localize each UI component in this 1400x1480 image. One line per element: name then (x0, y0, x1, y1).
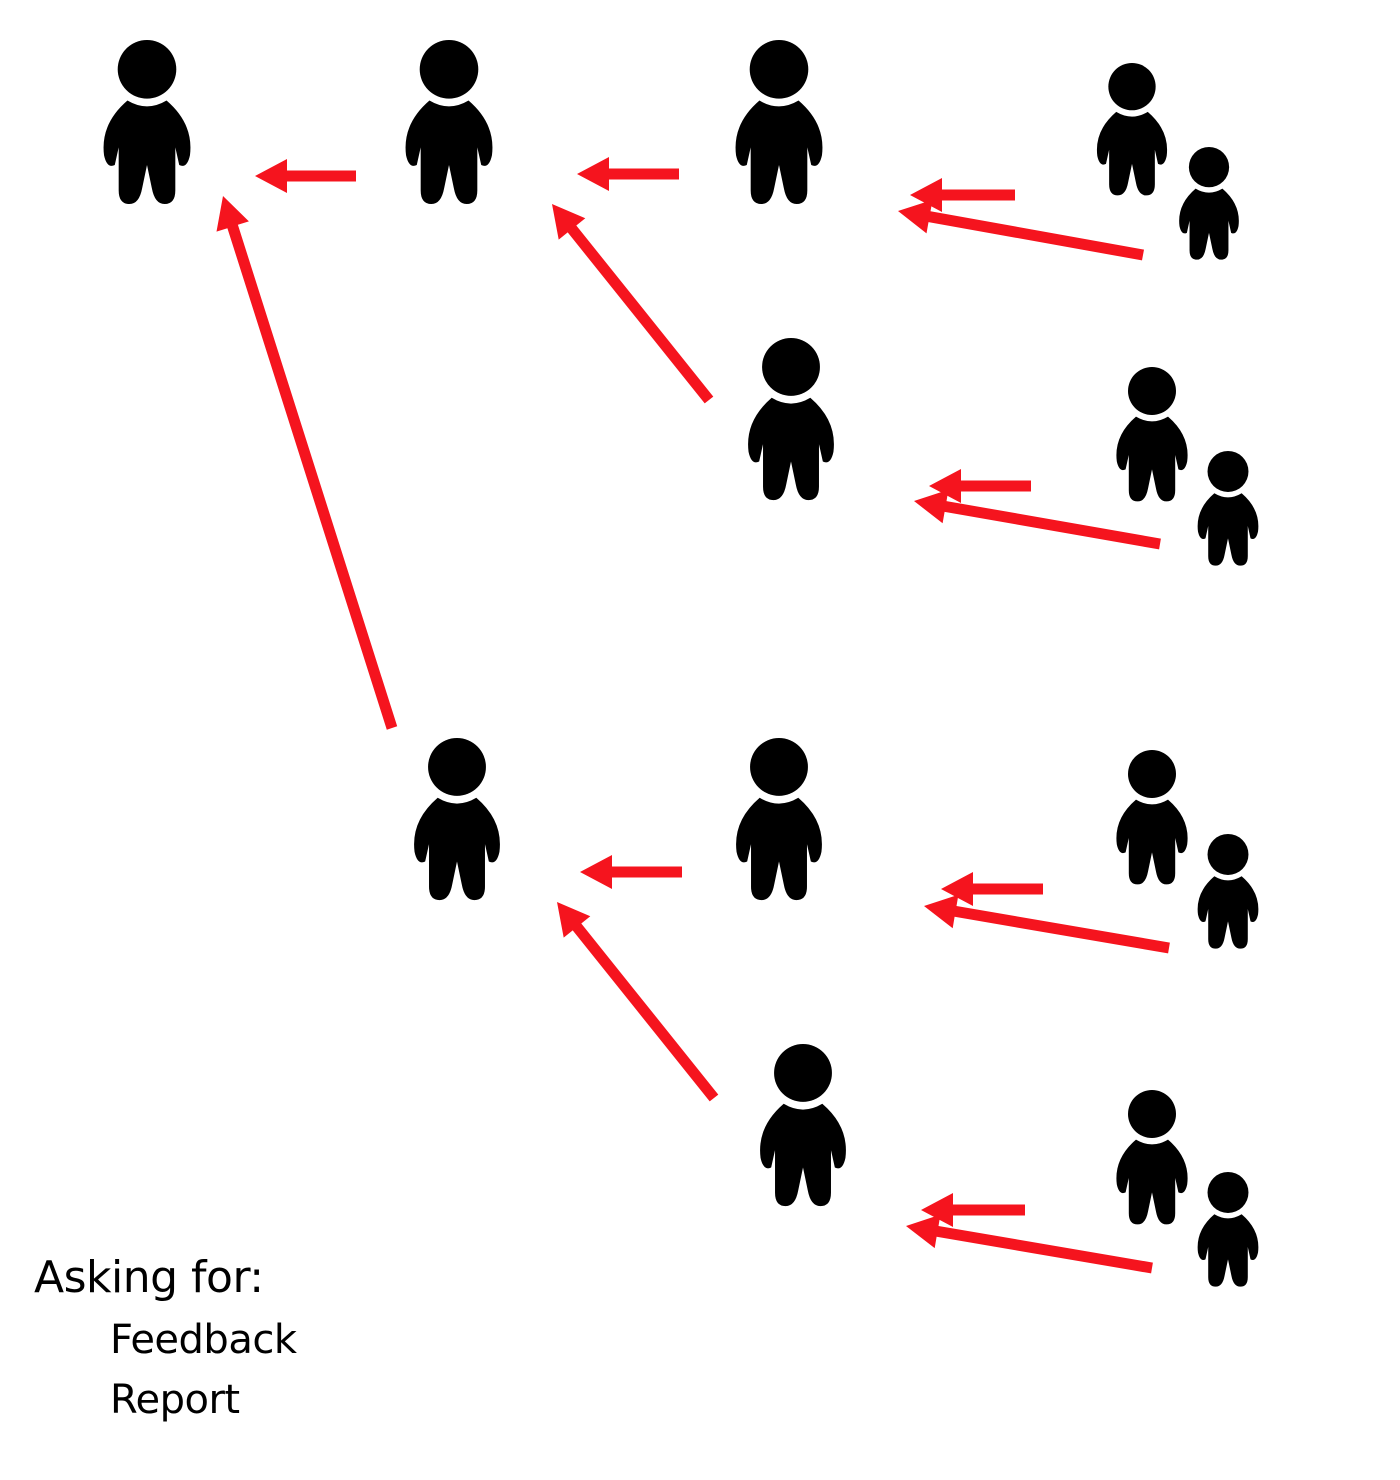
arrow-icon (910, 178, 1015, 212)
people-layer (103, 40, 1259, 1287)
arrow-icon (557, 902, 719, 1102)
caption-block: Asking for: Feedback Report (34, 1252, 297, 1423)
arrow-icon (216, 196, 398, 730)
arrow-icon (552, 204, 714, 404)
person-icon (1179, 147, 1239, 260)
arrow-icon (255, 159, 356, 193)
person-icon (760, 1044, 846, 1207)
person-icon (1116, 1090, 1188, 1225)
person-icon (405, 40, 493, 205)
arrow-icon (929, 469, 1031, 503)
person-icon (103, 40, 191, 205)
person-icon (1197, 1172, 1259, 1287)
arrow-icon (924, 894, 1170, 954)
arrow-icon (580, 855, 682, 889)
person-icon (736, 738, 822, 901)
person-icon (748, 338, 834, 501)
person-icon (1116, 750, 1188, 885)
arrows-layer (216, 157, 1170, 1274)
caption-item-feedback: Feedback (110, 1317, 297, 1363)
person-icon (1197, 451, 1259, 566)
person-icon (1096, 63, 1168, 196)
arrow-icon (921, 1193, 1025, 1227)
caption-item-report: Report (110, 1377, 240, 1423)
arrow-icon (577, 157, 679, 191)
person-icon (735, 40, 823, 205)
caption-heading: Asking for: (34, 1252, 264, 1303)
person-icon (1116, 367, 1188, 502)
arrow-icon (941, 872, 1043, 906)
arrow-icon (898, 199, 1144, 261)
person-icon (1197, 834, 1259, 949)
person-icon (414, 738, 500, 901)
arrow-icon (906, 1214, 1153, 1274)
arrow-icon (914, 489, 1161, 550)
